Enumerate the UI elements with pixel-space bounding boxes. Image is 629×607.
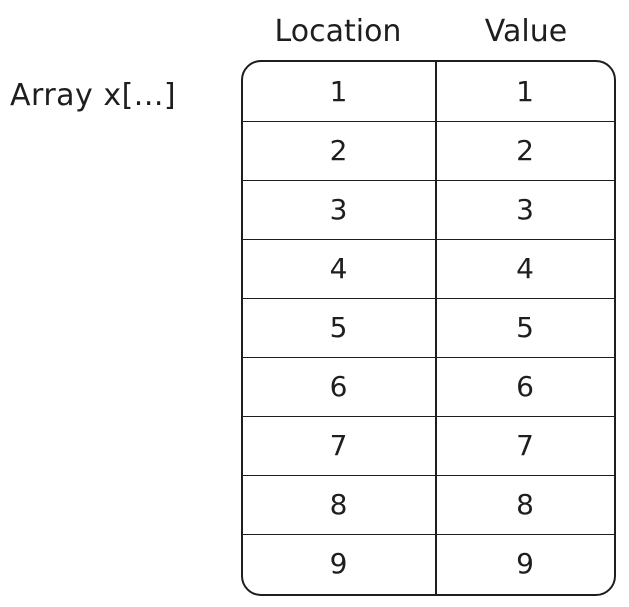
array-table: 1 1 2 2 3 3 4 4 5 5 6 6 7 7 8 8 9 9 [241,60,616,596]
location-cell: 9 [329,546,348,580]
location-cell: 4 [329,251,348,285]
location-cell: 2 [329,133,348,167]
location-cell: 5 [329,310,348,344]
table-row: 9 9 [243,534,614,593]
location-cell: 6 [329,369,348,403]
value-cell: 9 [516,546,534,580]
value-cell: 8 [516,487,534,521]
value-cell: 3 [516,192,534,226]
value-column-header: Value [484,14,568,49]
location-cell: 3 [329,192,348,226]
location-cell: 7 [329,428,348,462]
table-row: 5 5 [243,298,614,358]
value-cell: 4 [516,251,534,285]
value-cell: 1 [516,74,534,108]
table-row: 8 8 [243,475,614,535]
array-label: Array x[...] [10,78,177,113]
value-cell: 2 [516,133,534,167]
location-cell: 8 [329,487,348,521]
table-row: 4 4 [243,239,614,299]
value-cell: 6 [516,369,534,403]
location-cell: 1 [329,74,348,108]
table-row: 7 7 [243,416,614,476]
table-row: 6 6 [243,357,614,417]
table-row: 1 1 [243,62,614,122]
value-cell: 5 [516,310,534,344]
table-row: 3 3 [243,180,614,240]
table-row: 2 2 [243,121,614,181]
column-divider [435,62,437,594]
value-cell: 7 [516,428,534,462]
location-column-header: Location [274,14,402,49]
